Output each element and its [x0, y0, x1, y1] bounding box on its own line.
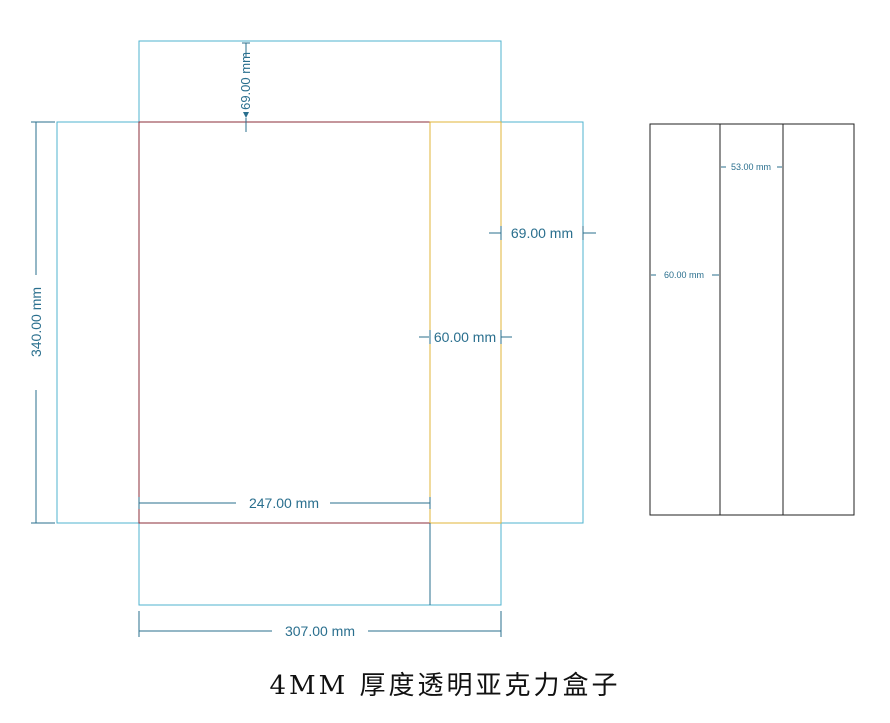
side-panel: [429, 121, 502, 524]
box-outline: [56, 40, 584, 606]
dim-total-width-label: 307.00 mm: [285, 623, 355, 639]
dim-side-view-middle-label: 53.00 mm: [731, 162, 771, 172]
dim-top-flap-label: 69.00 mm: [238, 52, 253, 110]
drawing-caption: 4MM 厚度透明亚克力盒子: [269, 671, 621, 701]
side-view: [649, 123, 855, 516]
dim-side-width: [419, 330, 512, 344]
side-view-outline: [649, 123, 855, 516]
dim-side-flap-label: 69.00 mm: [511, 225, 573, 241]
dim-side-flap: [489, 226, 596, 240]
dim-front-width: [138, 497, 431, 509]
dim-total-width: [138, 611, 502, 637]
dim-height: [31, 121, 55, 524]
outline-group: [56, 40, 584, 606]
dim-side-view-left-label: 60.00 mm: [664, 270, 704, 280]
dim-side-width-label: 60.00 mm: [434, 329, 496, 345]
dim-height-label: 340.00 mm: [28, 287, 44, 357]
front-panel: [138, 121, 431, 524]
dim-front-width-label: 247.00 mm: [249, 495, 319, 511]
dim-top-flap: [242, 42, 250, 132]
